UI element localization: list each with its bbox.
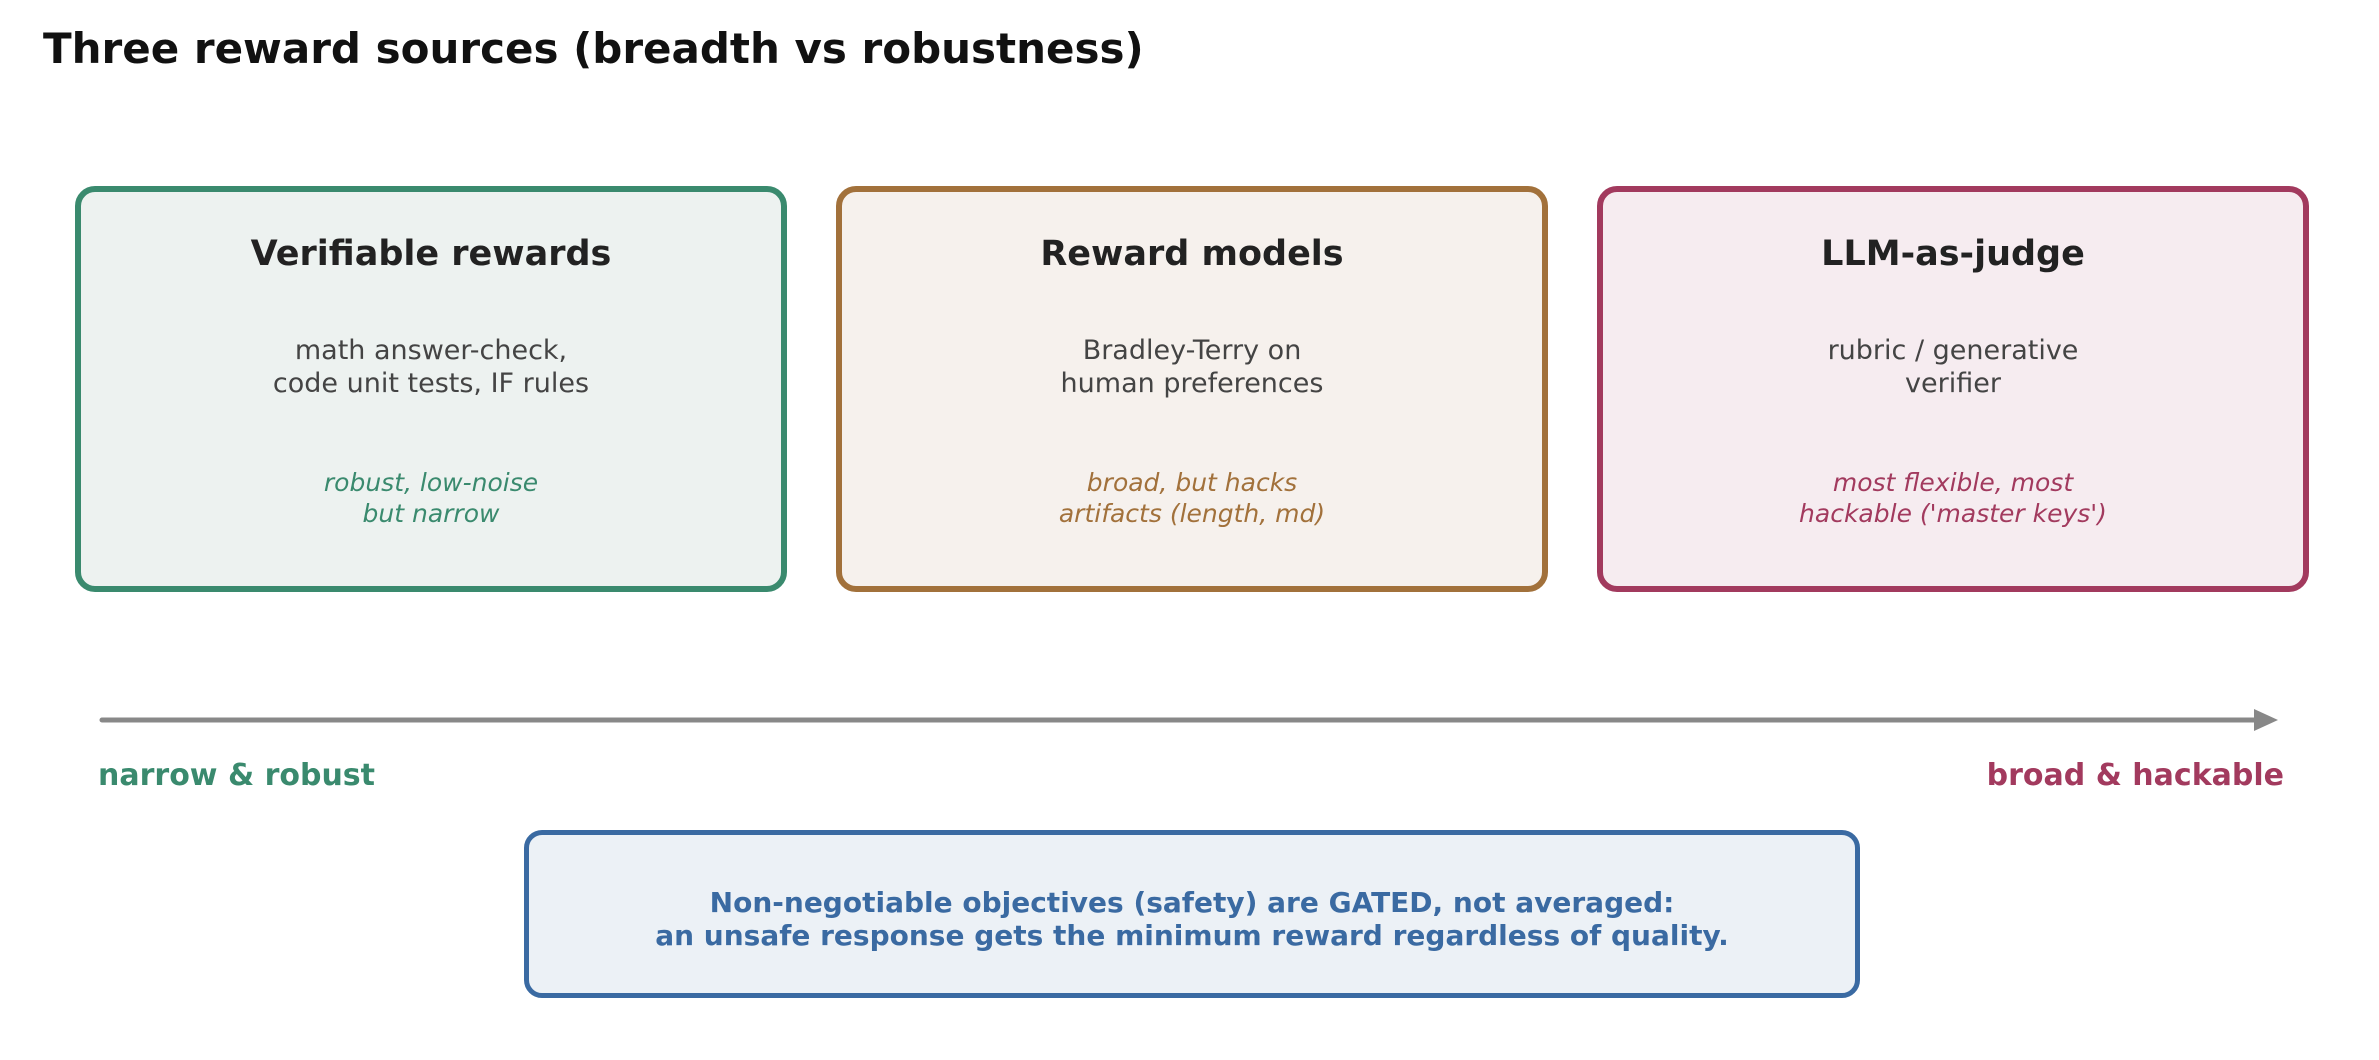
card-note-line: broad, but hacks <box>1086 468 1298 497</box>
card-description-line: code unit tests, IF rules <box>272 368 590 399</box>
card-note-line: most flexible, most <box>1832 468 2074 497</box>
card-title: Reward models <box>1040 234 1344 274</box>
card-note-line: robust, low-noise <box>323 468 539 497</box>
card-description: rubric / generative verifier <box>1603 334 2303 400</box>
card-llm-as-judge: LLM-as-judge rubric / generative verifie… <box>1597 186 2309 592</box>
callout-line: an unsafe response gets the minimum rewa… <box>655 919 1729 952</box>
card-note-line: but narrow <box>362 499 500 528</box>
card-description: Bradley-Terry on human preferences <box>842 334 1542 400</box>
axis-label-left: narrow & robust <box>98 758 376 793</box>
callout-text: Non-negotiable objectives (safety) are G… <box>529 886 1855 952</box>
gating-callout-box: Non-negotiable objectives (safety) are G… <box>524 830 1860 998</box>
card-note-line: artifacts (length, md) <box>1058 499 1326 528</box>
card-note-line: hackable ('master keys') <box>1799 499 2107 528</box>
card-note: broad, but hacks artifacts (length, md) <box>842 467 1542 529</box>
card-note: robust, low-noise but narrow <box>81 467 781 529</box>
card-description-line: rubric / generative <box>1827 335 2079 366</box>
axis-label-right: broad & hackable <box>1986 758 2284 793</box>
card-reward-models: Reward models Bradley-Terry on human pre… <box>836 186 1548 592</box>
spectrum-arrow-head <box>2254 709 2278 731</box>
card-note: most flexible, most hackable ('master ke… <box>1603 467 2303 529</box>
card-description: math answer-check, code unit tests, IF r… <box>81 334 781 400</box>
card-description-line: verifier <box>1905 368 2001 399</box>
card-description-line: Bradley-Terry on <box>1082 335 1302 366</box>
card-description-line: human preferences <box>1060 368 1324 399</box>
callout-line: Non-negotiable objectives (safety) are G… <box>709 886 1675 919</box>
card-description-line: math answer-check, <box>294 335 568 366</box>
card-title: Verifiable rewards <box>250 234 612 274</box>
card-verifiable-rewards: Verifiable rewards math answer-check, co… <box>75 186 787 592</box>
card-title: LLM-as-judge <box>1821 234 2085 274</box>
diagram-title: Three reward sources (breadth vs robustn… <box>43 24 1144 73</box>
